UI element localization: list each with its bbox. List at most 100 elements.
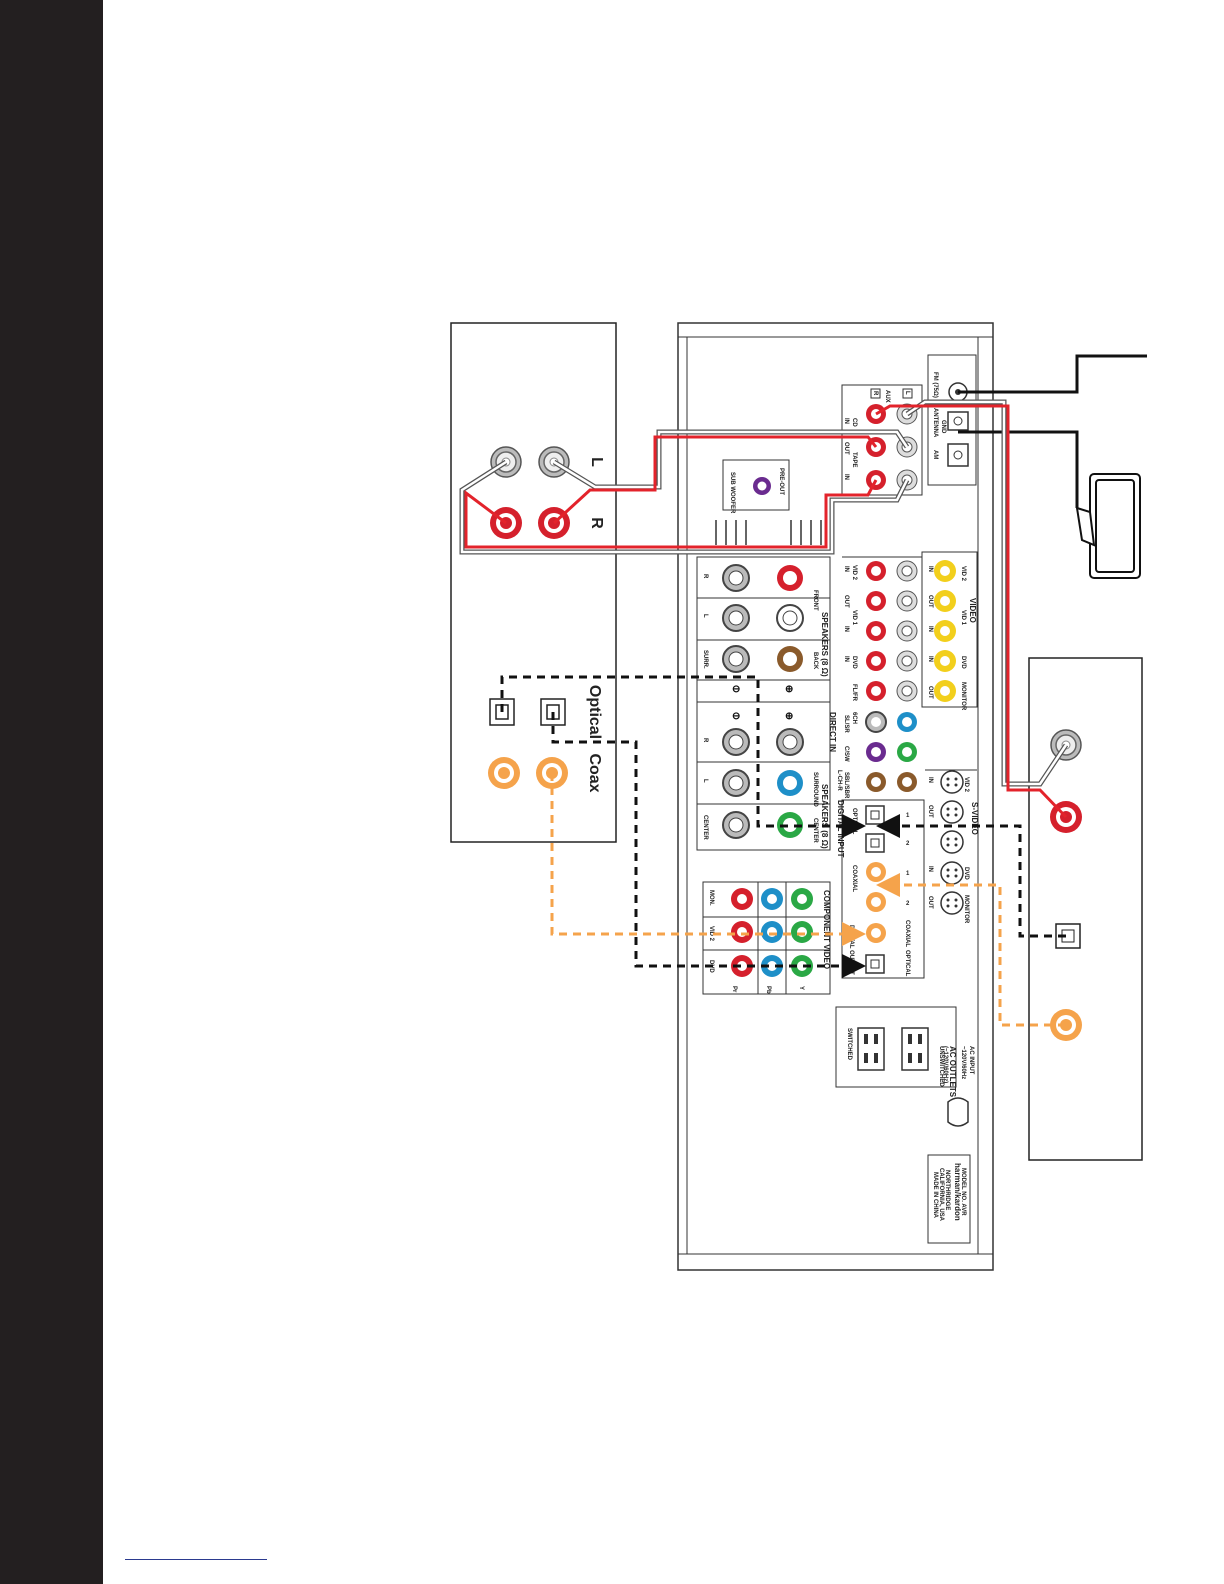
video-vid2-label: VID 2 [960,566,966,582]
svideo-monitor-out-label: OUT [927,896,933,909]
brand-name: harman/kardon [953,1163,962,1221]
video-vid2-in-label: IN [927,566,933,572]
ac-outlets-block: AC OUTLETS UNSWITCHED SWITCHED AC INPUT … [835,1006,974,1127]
center-pos-terminal [777,812,803,838]
source-r-jack [490,507,570,539]
coax-cable-source [550,773,866,946]
surround-r-pos-terminal [776,728,804,756]
sl-sr-jacks [865,711,917,733]
spk-back-label: BACK [812,652,818,670]
vid1-label: VID 1 [851,610,857,626]
video-monitor-label: MONITOR [960,682,966,711]
digital-in-num-1: 1 [906,813,910,819]
svideo-monitor-label: MONITOR [963,895,969,924]
source-label-r: R [588,517,605,529]
am-label: AM [932,450,938,459]
svideo-dvd-in [940,861,964,885]
speakers-title-bottom: SPEAKERS (8 Ω) [820,784,829,849]
video-vid1-in-label: IN [927,626,933,632]
surround-l-pos-terminal [777,770,803,796]
pre-out-label: PRE-OUT [778,468,784,495]
optical-in-label: OPTICAL [851,808,857,835]
receiver-back-panel: FM (75Ω) ANTENNA GND AM R L AUX CD IN TA… [677,322,994,1271]
fl-fr-label: FL/FR [851,684,857,702]
speakers-title-top: SPEAKERS (8 Ω) [820,612,829,677]
coax-in-num-2: 2 [906,901,910,907]
svideo-vid2-label: VID 2 [963,777,969,793]
coax-in-num-1: 1 [906,871,910,877]
am-loop-antenna [1075,473,1141,579]
vid1-in-jacks [866,620,956,642]
antenna-cables [958,354,1147,508]
vid2-in-label: IN [843,566,849,572]
brand-label: harman/kardon MODEL NO. AVR NORTHRIDGE C… [927,1154,971,1244]
source-label-coax: Coax [586,753,603,792]
page-spine-bar [0,0,103,1584]
video-monitor-out-label: OUT [927,686,933,699]
spk-front-l-label: L [702,614,708,618]
speaker-terminals: R L SURR. R L CENTER FRONT BACK SURROUND… [696,556,831,851]
svideo-vid2-in-label: IN [927,777,933,783]
component-vid2-jacks [731,921,813,943]
gnd-label: GND [940,420,946,434]
spk-front-label: FRONT [812,590,818,611]
front-l-neg-terminal [722,604,750,632]
unswitched-outlet [901,1027,929,1071]
plus-symbol-2: ⊕ [785,711,793,722]
spk-center-label: CENTER [702,815,708,840]
antenna-block: FM (75Ω) ANTENNA GND AM [927,354,977,486]
ac-outlets-switched-label: SWITCHED [846,1028,852,1061]
center-neg-terminal [722,811,750,839]
c-sw-label: C/SW [843,746,849,762]
source-label-optical: Optical [586,685,603,739]
fm-label: FM (75Ω) [932,372,938,398]
video-vid1-out-label: OUT [927,595,933,608]
coax-cable-target [876,873,1066,1027]
optical-cable-source-out [551,712,866,978]
svideo-dvd-label: DVD [963,867,969,880]
vid1-out-label: OUT [843,595,849,608]
optical-cable-target [876,814,1066,938]
tape-label: TAPE [851,452,857,468]
target-optical-jack [1055,923,1081,949]
digital-output-label: DIGITAL OUTPUT [848,925,854,975]
analog-cable-right [875,399,1069,819]
svideo-monitor-out [940,891,964,915]
minus-symbol-2: ⊖ [732,711,740,722]
video-vid1-label: VID 1 [960,610,966,626]
svideo-vid1-out [940,800,964,824]
front-l-pos-terminal [776,604,804,632]
aux-label: AUX [884,390,890,403]
aux-r-label: R [872,391,878,396]
spk-center-label-2: CENTER [812,818,818,843]
video-dvd-in-label: IN [927,656,933,662]
component-pr-label: Pr [731,986,737,993]
vid2-in-jacks [866,560,956,582]
component-dvd-jacks [731,955,813,977]
optical-in-2 [865,833,885,853]
spk-surround-l-label: L [702,779,708,783]
coaxial-in-label: COAXIAL [851,865,857,892]
ac-outlet-spec: (~120V/60Hz) [942,1046,948,1083]
fl-fr-monitor-jacks [866,680,956,702]
spk-surround-label: SURROUND [812,772,818,807]
six-channel-direct-in: SL/SR C/SW SBL/SBR 6CH DIRECT IN L-CH-R [828,711,917,799]
maker-city: NORTHRIDGE [944,1170,950,1210]
l-ch-r-label: L-CH-R [836,770,842,791]
sbl-sbr-label: SBL/SBR [843,772,849,799]
spk-front-r-label: R [702,574,708,579]
ac-outlets-label: AC OUTLETS [948,1046,957,1098]
dvd-label: DVD [851,656,857,669]
svideo-vid1-in [940,830,964,854]
optical-out-label: OPTICAL [904,950,910,977]
model-number: MODEL NO. AVR [960,1168,966,1216]
surround-l-neg-terminal [722,769,750,797]
sl-sr-label: SL/SR [843,715,849,733]
component-vid2-label: VID 2 [708,926,714,942]
power-cord-socket [947,1097,969,1127]
coaxial-out-label: COAXIAL [904,920,910,947]
maker-state: CALIFORNIA, USA [938,1168,944,1222]
vid2-label: VID 2 [851,565,857,581]
analog-cable-left-red [464,435,878,549]
